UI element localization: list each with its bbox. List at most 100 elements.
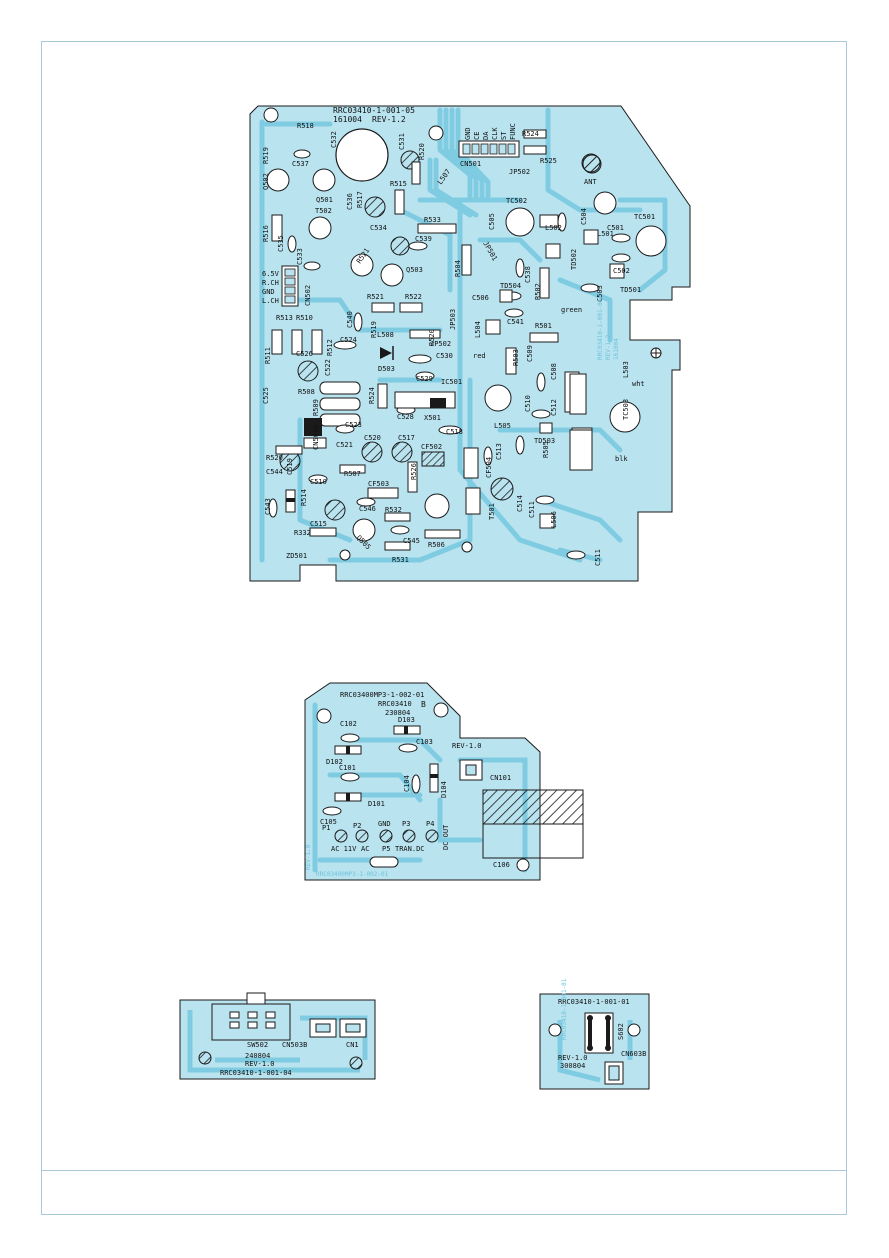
label-c505: C505: [488, 213, 496, 230]
cf502-filter: [421, 451, 445, 467]
label-d102: D102: [326, 758, 343, 766]
cn502-pin-label: 6.5V: [262, 270, 280, 278]
label-l504: L504: [474, 321, 482, 338]
screw-icon: [349, 1056, 363, 1070]
screw-icon: [198, 1051, 212, 1065]
label-cf504: CF504: [485, 457, 493, 478]
label-r521: R520: [428, 329, 436, 346]
capacitor-ceramic: [408, 241, 428, 251]
label-r504: R504: [454, 260, 462, 277]
capacitor-c102: [340, 733, 360, 743]
power-board-revision: REV-1.0: [452, 742, 482, 750]
label-zd501: ZD501: [286, 552, 307, 560]
capacitor-ceramic: [303, 261, 321, 271]
resistor: [505, 347, 517, 375]
label-c537: C537: [292, 160, 309, 168]
pad-name-ac11v: AC 11V: [331, 845, 357, 853]
label-c511: C511: [528, 501, 536, 518]
label-c534: C534: [370, 224, 387, 232]
label-cn501: CN501: [460, 160, 481, 168]
label-r514: R514: [300, 489, 308, 506]
cn501-pin-label: ST: [500, 131, 508, 140]
ant-pad: [581, 153, 601, 173]
cn502-pin-label: R.CH: [262, 279, 279, 287]
l501-coil: [583, 229, 599, 245]
label-r516: R516: [262, 225, 270, 242]
resistor: [271, 214, 283, 242]
mirrored-date: 161004: [613, 338, 620, 360]
d503-diode: [380, 347, 392, 359]
small-board-part-number: RRC03410-1-001-01: [558, 998, 630, 1006]
label-c543: C543: [264, 498, 272, 515]
power-board-variant: B: [421, 700, 426, 709]
capacitor-ceramic: [415, 371, 435, 381]
label-c533: C533: [296, 248, 304, 265]
transistor-q502: [266, 168, 290, 192]
capacitor-ceramic: [353, 312, 363, 332]
transistor-q504: [350, 253, 374, 277]
label-r511: R511: [264, 347, 272, 364]
small-board-date: 300804: [560, 1062, 585, 1070]
resistor: [407, 461, 418, 493]
main-board-date: 161004: [333, 115, 362, 124]
capacitor-ceramic: [268, 498, 278, 518]
label-r501: R501: [535, 322, 552, 330]
trimmer-t502: [308, 216, 332, 240]
label-c104: C104: [403, 775, 411, 792]
label-r512: R512: [326, 339, 334, 356]
pad-p2: [355, 829, 369, 843]
label-c538: C538: [524, 266, 532, 283]
label-r533: R533: [424, 216, 441, 224]
pad-label-p4: P4: [426, 820, 434, 828]
label-r520: R519: [370, 321, 378, 338]
label-c515: C515: [310, 520, 327, 528]
label-c504: C504: [580, 208, 588, 225]
trimmer-l505: [484, 384, 512, 412]
label-tc502: TC502: [506, 197, 527, 205]
switch-board: SW502 CN503B CN1 240804 REV-1.0 RRC03410…: [179, 992, 376, 1080]
label-d103: D103: [398, 716, 415, 724]
label-c539: C539: [415, 235, 432, 243]
label-c541: C541: [507, 318, 524, 326]
resistor: [377, 383, 388, 409]
capacitor-ceramic: [515, 435, 525, 455]
pad-p4: [425, 829, 439, 843]
mount-hole: [433, 702, 449, 718]
pad-gnd: [379, 829, 393, 843]
label-c525: C525: [262, 387, 270, 404]
resistor: [311, 329, 323, 355]
switch-board-date: 240804: [245, 1052, 270, 1060]
mount-hole: [461, 541, 473, 553]
label-c546: C546: [359, 505, 376, 513]
label-c523: C523: [345, 421, 362, 429]
label-c545: C545: [403, 537, 420, 545]
label-c536: C536: [346, 193, 354, 210]
trimmer-tc502: [505, 207, 535, 237]
label-c101: C101: [339, 764, 356, 772]
capacitor-electrolytic: [361, 441, 383, 463]
label-ant: ANT: [584, 178, 597, 186]
switch-lever: [246, 992, 266, 1005]
label-cn503b: CN503B: [282, 1041, 307, 1049]
resistor: [461, 244, 472, 276]
resistor: [271, 329, 283, 355]
label-c518: C518: [446, 428, 463, 436]
label-r525: R522: [405, 293, 422, 301]
label-r513: R513: [276, 314, 293, 322]
label-r526: R524: [368, 387, 376, 404]
mount-hole: [316, 708, 332, 724]
label-r526: R524: [522, 130, 539, 138]
capacitor-ceramic: [287, 235, 297, 253]
label-r332: R332: [294, 529, 311, 537]
resistor: [291, 329, 303, 355]
mount-hole: [339, 549, 351, 561]
mount-hole: [428, 125, 444, 141]
label-c503: C503: [596, 285, 604, 302]
label-r532: R532: [385, 506, 402, 514]
label-d104: D104: [440, 781, 448, 798]
label-c520: C520: [364, 434, 381, 442]
resistor: [409, 329, 441, 339]
capacitor-ceramic: [504, 308, 524, 318]
cn501-pin-label: GND: [464, 127, 472, 140]
capacitor-c103: [398, 743, 418, 753]
